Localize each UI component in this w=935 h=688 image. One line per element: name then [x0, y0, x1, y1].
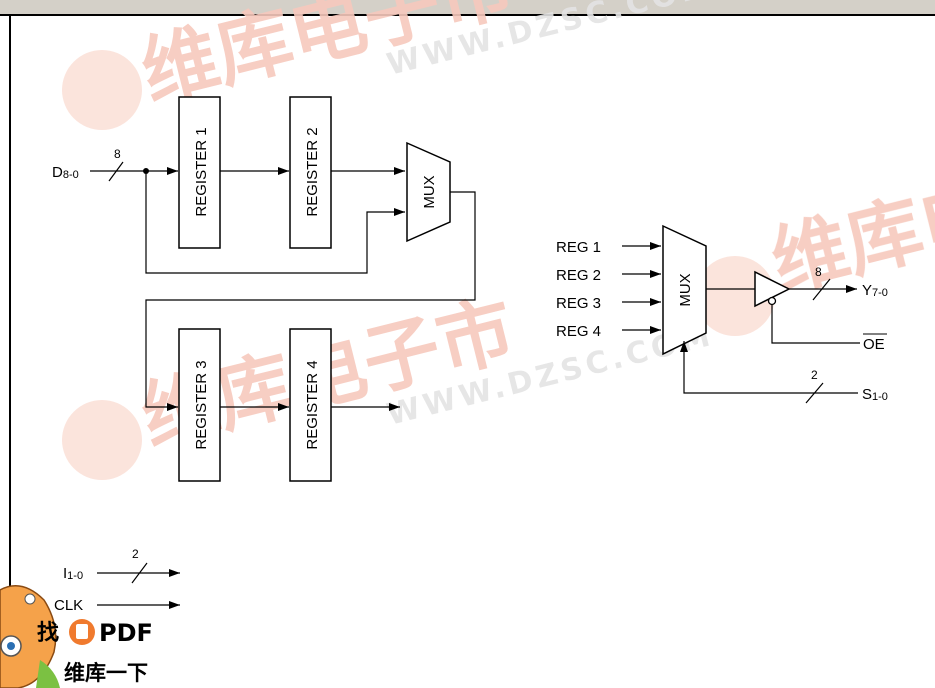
- i-input-label: I1-0: [63, 565, 83, 582]
- mux-right-input-1-label: REG 1: [556, 239, 601, 256]
- register-3: [178, 328, 221, 482]
- s-select-label: S1-0: [862, 386, 888, 403]
- logo-text-pdf: PDF: [99, 619, 153, 647]
- y-output-label: Y7-0: [862, 282, 888, 299]
- oe-inversion-bubble-icon: [767, 296, 777, 306]
- s-select-wire: [680, 341, 858, 394]
- pdf-logo: 找 PDF 维库一下: [0, 585, 153, 688]
- y-bus-width: 8: [815, 265, 822, 279]
- logo-text-bottom: 维库一下: [64, 661, 148, 685]
- mux-left-label: MUX: [421, 175, 438, 208]
- register-4: [289, 328, 332, 482]
- register-4-label: REGISTER 4: [304, 360, 321, 449]
- d-bus-slash: [108, 161, 124, 182]
- i-bus-width: 2: [132, 547, 139, 561]
- d-input-label: D8-0: [52, 164, 79, 181]
- register-1-label: REGISTER 1: [193, 127, 210, 216]
- s-bus-width: 2: [811, 368, 818, 382]
- logo-text-top: 找: [37, 621, 59, 646]
- top-band: [0, 0, 935, 15]
- mux-left-output-wire: [145, 191, 476, 411]
- mux-right-input-4-label: REG 4: [556, 323, 601, 340]
- mux-left: [406, 141, 451, 243]
- register-2-label: REGISTER 2: [304, 127, 321, 216]
- mux-right-input-3-label: REG 3: [556, 295, 601, 312]
- oe-wire: [771, 305, 860, 344]
- d-bus-width: 8: [114, 147, 121, 161]
- s-bus-slash: [805, 382, 824, 404]
- i-bus-slash: [131, 562, 148, 584]
- register-3-label: REGISTER 3: [193, 360, 210, 449]
- clk-input-label: CLK: [54, 597, 83, 614]
- mux-right-label: MUX: [677, 273, 694, 306]
- register-2: [289, 96, 332, 249]
- y-bus-slash: [812, 278, 831, 301]
- d-bypass-wire: [145, 171, 405, 274]
- register-1: [178, 96, 221, 249]
- mux-right: [662, 224, 707, 356]
- mux-right-input-2-label: REG 2: [556, 267, 601, 284]
- watermark-cn-3: 维库电子市: [763, 129, 935, 307]
- oe-label: OE: [863, 336, 885, 353]
